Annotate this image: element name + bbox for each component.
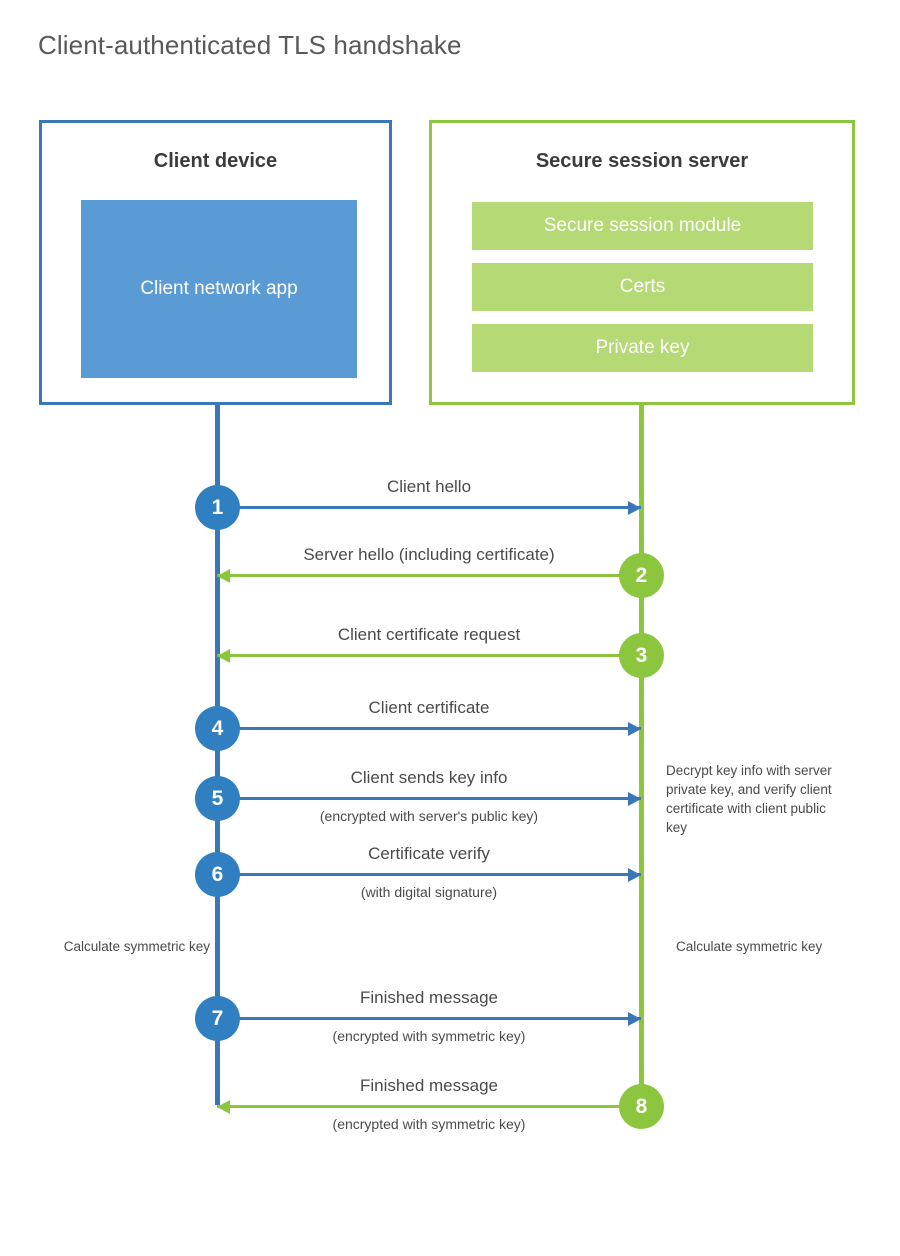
step-circle-4[interactable]: 4 (195, 706, 240, 751)
note-calculate-symmetric-key-server: Calculate symmetric key (676, 939, 823, 954)
client-device-title: Client device (153, 150, 278, 172)
step-circle-8[interactable]: 8 (619, 1084, 664, 1129)
client-lifeline (215, 405, 220, 1105)
step-circle-6[interactable]: 6 (195, 852, 240, 897)
message-arrow-line (217, 727, 641, 730)
message-sublabel: (encrypted with symmetric key) (332, 1028, 526, 1044)
message-arrow-head (628, 1011, 641, 1026)
message-arrow-head (628, 791, 641, 806)
message-label: Client certificate request (337, 625, 521, 644)
message-sublabel: (encrypted with server's public key) (319, 808, 539, 824)
message-arrow-head (628, 867, 641, 882)
message-arrow-head (628, 721, 641, 736)
message-label: Finished message (360, 988, 498, 1007)
message-arrow-line (217, 654, 641, 657)
server-lifeline (639, 405, 644, 1105)
server-block-secure-session-module: Secure session module (472, 202, 813, 250)
message-arrow-line (217, 506, 641, 509)
message-arrow-line (217, 797, 641, 800)
message-arrow-head (628, 500, 641, 515)
note-calculate-symmetric-key-client: Calculate symmetric key (63, 939, 210, 954)
secure-session-server-box: Secure session server Secure session mod… (429, 120, 855, 405)
message-arrow-head (217, 568, 230, 583)
server-block-private-key: Private key (472, 324, 813, 372)
step-circle-2[interactable]: 2 (619, 553, 664, 598)
message-label: Certificate verify (368, 844, 490, 863)
client-network-app-block: Client network app (81, 200, 357, 378)
message-label: Finished message (360, 1076, 498, 1095)
message-label: Client sends key info (350, 768, 508, 787)
message-arrow-line (217, 574, 641, 577)
step-circle-3[interactable]: 3 (619, 633, 664, 678)
client-device-box: Client device Client network app (39, 120, 392, 405)
step-circle-7[interactable]: 7 (195, 996, 240, 1041)
message-arrow-line (217, 1105, 641, 1108)
message-label: Client hello (386, 477, 472, 496)
message-sublabel: (with digital signature) (360, 884, 498, 900)
secure-session-server-title: Secure session server (535, 150, 749, 172)
message-arrow-line (217, 1017, 641, 1020)
message-label: Server hello (including certificate) (303, 545, 555, 564)
step-circle-1[interactable]: 1 (195, 485, 240, 530)
message-arrow-head (217, 648, 230, 663)
message-arrow-head (217, 1099, 230, 1114)
message-sublabel: (encrypted with symmetric key) (332, 1116, 526, 1132)
page-title: Client-authenticated TLS handshake (38, 30, 462, 60)
server-block-certs: Certs (472, 263, 813, 311)
step-circle-5[interactable]: 5 (195, 776, 240, 821)
note-decrypt-key-info: Decrypt key info with server private key… (666, 763, 832, 836)
message-arrow-line (217, 873, 641, 876)
message-label: Client certificate (368, 698, 490, 717)
